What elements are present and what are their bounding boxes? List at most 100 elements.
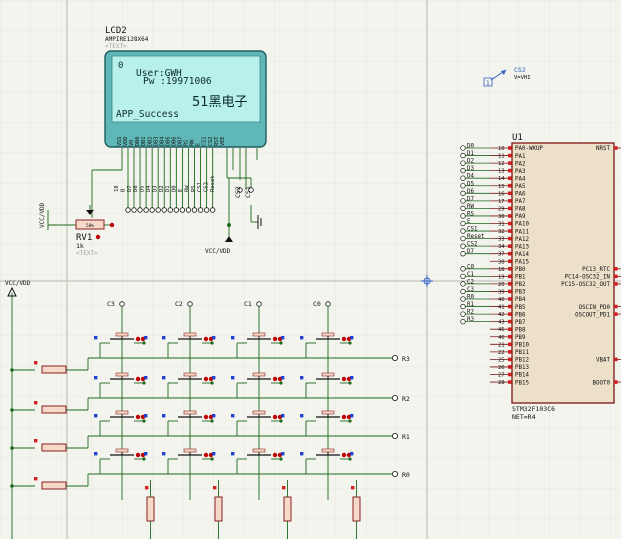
mcu-net-8: RW [467, 204, 474, 210]
lcd-pin-top-17: VEE [220, 137, 226, 146]
keypad-button[interactable] [94, 372, 148, 398]
pullup-resistor [41, 443, 67, 452]
keypad-button[interactable] [300, 448, 354, 474]
pin-state-marker [34, 401, 38, 405]
lcd-line-user: User:GWH [136, 68, 182, 79]
pin-state-marker [508, 153, 512, 158]
keypad-button[interactable] [162, 332, 216, 358]
pulldown-resistor [214, 496, 223, 522]
pulldown-resistor [146, 496, 155, 522]
pin-state-marker [508, 334, 512, 339]
mcu-pin-name-16: PB0 [515, 267, 526, 273]
keypad-button[interactable] [94, 448, 148, 474]
mcu-pin-num-20: 40 [498, 297, 505, 303]
keypad-button[interactable] [94, 410, 148, 436]
keypad-col-label-0: C3 [107, 300, 115, 308]
mcu-pin-name-28: PB12 [515, 358, 529, 364]
lcd-pin-top-8: DB5 [165, 137, 171, 146]
mcu-pin-name-0: PA0-WKUP [515, 146, 543, 152]
mcu-part-label: STM32F103C6 [512, 405, 555, 413]
pin-state-marker [508, 229, 512, 233]
lcd-pin-top-7: DB4 [159, 137, 165, 146]
mcu-pin-name-7: PA7 [515, 199, 526, 205]
lcd-pin-bottom-0: 18 [114, 185, 120, 192]
pin-state-marker [508, 183, 512, 188]
mcu-pin-num-29: 26 [498, 365, 505, 371]
pin-state-marker [508, 146, 512, 150]
lcd-component[interactable]: LCD2 AMPIRE128X64 <TEXT> 0 User:GWH Pw :… [104, 26, 267, 192]
mcu-pin-num-17: 19 [498, 274, 505, 280]
keypad-button[interactable] [231, 332, 285, 358]
pin-state-marker [508, 357, 512, 362]
mcu-pin-num-22: 42 [498, 312, 505, 318]
pin-state-marker [508, 176, 512, 180]
net-terminal [460, 213, 466, 219]
lcd-pin-top-4: DB1 [141, 137, 147, 146]
lcd-pin-bottom-7: D2 [159, 185, 165, 192]
net-terminal [460, 160, 466, 166]
lcd-terminal [173, 207, 180, 213]
keypad-button[interactable] [300, 410, 354, 436]
keypad-button[interactable] [94, 332, 148, 358]
lcd-ref-label: LCD2 [105, 26, 127, 36]
mcu-right-pin-7: BOOT0 [593, 380, 611, 386]
junction-dot [227, 223, 231, 227]
mcu-pin-num-14: 37 [498, 252, 505, 258]
lcd-line-brand: 51黑电子 [192, 95, 248, 110]
keypad-button[interactable] [162, 410, 216, 436]
pin-state-marker [508, 206, 512, 211]
mcu-net-21: R1 [467, 302, 474, 308]
ground-icon [257, 215, 262, 229]
row-terminal [391, 354, 398, 361]
mcu-pin-num-11: 32 [498, 229, 505, 235]
mcu-pin-num-16: 18 [498, 267, 505, 273]
mcu-net-14: D7 [467, 249, 474, 255]
pin-state-marker [614, 267, 618, 271]
mcu-right-pin-5: OSCOUT_PD1 [575, 312, 610, 318]
pin-state-marker [508, 304, 512, 309]
lcd-pin-top-14: CS1 [202, 137, 208, 146]
keypad-button[interactable] [231, 372, 285, 398]
keypad-button[interactable] [162, 448, 216, 474]
keypad-button[interactable] [300, 372, 354, 398]
mcu-net-16: C0 [467, 264, 474, 270]
pot-ref-label: RV1 [76, 233, 92, 243]
keypad-button[interactable] [300, 332, 354, 358]
pot-value-label: 1k [76, 242, 84, 250]
keypad-button[interactable] [231, 410, 285, 436]
mcu-net-11: CS1 [467, 227, 478, 233]
row-terminal [391, 470, 398, 477]
mcu-net-10: E [467, 219, 471, 225]
mcu-pin-name-25: PB9 [515, 335, 526, 341]
mcu-net-6: D6 [467, 189, 474, 195]
voltage-probe[interactable]: 1 CS2 V=VHI [483, 66, 531, 87]
lcd-text-tag: <TEXT> [105, 43, 127, 50]
potentiometer[interactable]: 50% RV1 1k <TEXT> VCC/VDD [39, 202, 115, 257]
net-terminal [460, 296, 466, 302]
pin-state-marker [508, 221, 512, 226]
pin-state-marker [508, 289, 512, 294]
keypad-button[interactable] [231, 448, 285, 474]
mcu-pin-name-2: PA2 [515, 161, 525, 167]
mcu-pin-num-9: 30 [498, 214, 505, 220]
mcu-net-18: C2 [467, 279, 474, 285]
lcd-part-label: AMPIRE128X64 [105, 36, 149, 43]
mcu-pin-name-11: PA11 [515, 229, 529, 235]
mcu-pin-name-19: PB3 [515, 290, 526, 296]
net-terminal [460, 243, 466, 249]
pin-state-marker [508, 297, 512, 301]
lcd-pin-top-9: DB6 [171, 137, 177, 146]
pin-state-marker [508, 342, 512, 347]
keypad-button[interactable] [162, 372, 216, 398]
mcu-pin-num-2: 12 [498, 161, 505, 167]
mcu-pin-name-10: PA10 [515, 222, 529, 228]
lcd-pin-bottom-11: RW [184, 185, 190, 192]
mcu-right-pins: NRSTPC13_RTCPC14-OSC32_INPC15-OSC32_OUTO… [561, 146, 621, 386]
lcd-bus-terminals [125, 148, 254, 227]
origin-marker-icon [421, 275, 433, 287]
net-terminal [460, 190, 466, 196]
mcu-net-20: R0 [467, 295, 474, 301]
